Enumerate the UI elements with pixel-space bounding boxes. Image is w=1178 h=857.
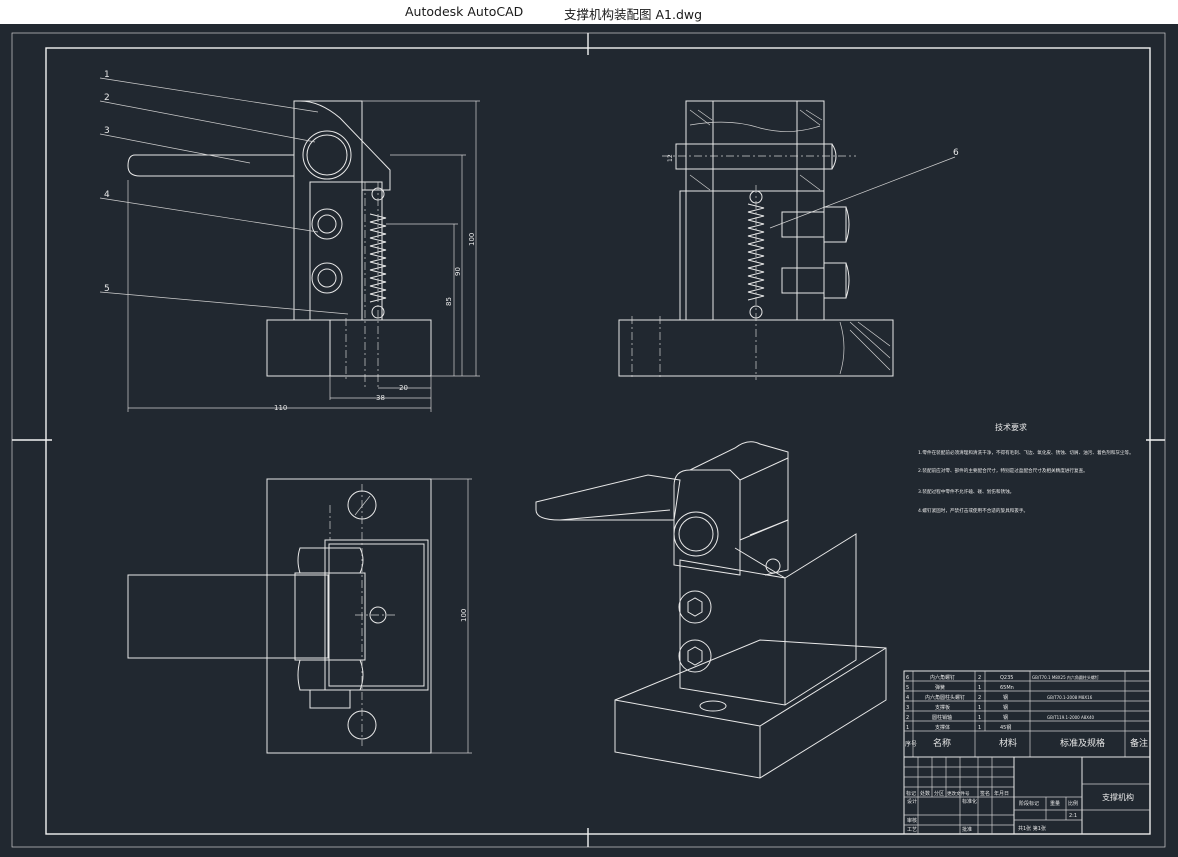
- document-name: 支撑机构装配图 A1.dwg: [564, 7, 703, 22]
- bom-header-material: 材料: [999, 737, 1017, 749]
- bom-row-material: Q235: [1000, 675, 1013, 681]
- bom-row-no: 2: [906, 715, 909, 721]
- dim-20: 20: [399, 384, 408, 392]
- bom-row-material: 钢: [1003, 714, 1008, 721]
- bom-row-material: 65Mn: [1000, 685, 1014, 691]
- tb-sign-label: 签名: [980, 790, 990, 797]
- bom-row-name: 圆柱销轴: [932, 714, 952, 721]
- tb-design-label: 设计: [907, 798, 917, 805]
- bom-row-material: 钢: [1003, 704, 1008, 711]
- tb-scale-label: 比例: [1068, 800, 1078, 807]
- tb-drawing-title: 支撑机构: [1102, 792, 1134, 802]
- title-block: [903, 756, 1151, 835]
- bom-rows: 6 内六角螺钉 2 Q235 GB/T70.1 M8X25 内六角圆柱头螺钉 5…: [905, 674, 1148, 749]
- bom-row-no: 1: [906, 725, 909, 731]
- tb-sheet-info: 共1张 第1张: [1018, 825, 1046, 832]
- tb-check-label: 审核: [907, 817, 917, 824]
- bom-row-no: 5: [906, 685, 909, 691]
- bom-row-qty: 1: [978, 725, 981, 731]
- drawing-sheet: 110 38 20 100 90 85 1 2 3 4 5 6: [11, 32, 1166, 848]
- balloon-5: 5: [104, 284, 110, 294]
- front-view: [127, 100, 480, 412]
- tb-change-doc-label: 更改文件号: [947, 790, 970, 797]
- tb-mark-label: 标记: [906, 790, 916, 797]
- bom-header-standard: 标准及规格: [1060, 737, 1105, 749]
- bom-row-material: 钢: [1003, 694, 1008, 701]
- bom-header-no: 序号: [905, 740, 917, 748]
- tech-req-item-2: 2.装配前应对零、部件的主要配合尺寸，特别是过盈配合尺寸及相关精度进行复查。: [918, 467, 1088, 474]
- balloon-3: 3: [104, 126, 110, 136]
- tb-date-label: 年月日: [994, 790, 1009, 797]
- bom-row-qty: 2: [978, 695, 981, 701]
- tech-req-item-1: 1.零件在装配前必须清理和清洗干净，不得有毛刺、飞边、氧化皮、锈蚀、切屑、油污、…: [918, 449, 1134, 456]
- balloon-2: 2: [104, 93, 110, 103]
- tb-standardize-label: 标准化: [962, 798, 977, 805]
- bom-row-name: 内六角圆柱头螺钉: [925, 694, 965, 701]
- dim-12: 12: [667, 154, 674, 162]
- isometric-view: [535, 441, 887, 779]
- bom-row-standard: GB/T119.1-2000 A8X40: [1047, 715, 1095, 720]
- dim-85: 85: [445, 297, 453, 306]
- tb-approve-label: 批准: [962, 826, 972, 833]
- top-view: [127, 478, 472, 754]
- dim-110: 110: [274, 404, 287, 412]
- tb-craft-label: 工艺: [907, 827, 917, 833]
- tech-req-item-3: 3.装配过程中零件不允许磕、碰、划伤和锈蚀。: [918, 488, 1014, 495]
- dim-38: 38: [376, 394, 385, 402]
- bom-row-qty: 1: [978, 715, 981, 721]
- dim-100: 100: [468, 233, 476, 246]
- bom-header-name: 名称: [933, 737, 951, 749]
- tb-count-label: 处数: [920, 790, 930, 797]
- tb-weight-label: 重量: [1050, 800, 1060, 807]
- side-view: [618, 100, 894, 380]
- bom-row-no: 3: [906, 705, 909, 711]
- balloon-1: 1: [104, 70, 110, 80]
- bom-row-qty: 2: [978, 675, 981, 681]
- tb-zone-label: 分区: [934, 790, 944, 797]
- sheet-inner-border: [45, 47, 1151, 835]
- bom-row-qty: 1: [978, 705, 981, 711]
- bom-row-standard: GB/T70.1 M8X25 内六角圆柱头螺钉: [1032, 674, 1099, 680]
- tb-scale-value: 2:1: [1069, 813, 1077, 819]
- bom-row-standard: GB/T70.1-2008 M8X16: [1047, 695, 1093, 700]
- bom-row-material: 45钢: [1000, 724, 1011, 731]
- tb-stage-label: 阶段标记: [1019, 800, 1039, 807]
- tech-req-item-4: 4.螺钉紧固时，严禁打击或使用不合适的旋具和扳手。: [918, 507, 1028, 514]
- window-title-bar: Autodesk AutoCAD 支撑机构装配图 A1.dwg: [0, 0, 1178, 24]
- technical-requirements: 技术要求 1.零件在装配前必须清理和清洗干净，不得有毛刺、飞边、氧化皮、锈蚀、切…: [918, 422, 1134, 514]
- bom-row-name: 支撑板: [935, 704, 950, 711]
- bom-row-no: 4: [906, 695, 909, 701]
- bom-row-no: 6: [906, 675, 909, 681]
- tech-req-title: 技术要求: [995, 422, 1027, 432]
- leader-lines: [99, 77, 956, 315]
- bom-header-remark: 备注: [1130, 737, 1148, 749]
- bom-row-name: 弹簧: [935, 684, 945, 691]
- dim-100-top: 100: [460, 609, 468, 622]
- bom-row-name: 支撑体: [935, 724, 950, 731]
- drawing-canvas[interactable]: 110 38 20 100 90 85 1 2 3 4 5 6: [0, 24, 1178, 857]
- balloon-4: 4: [104, 190, 110, 200]
- app-name: Autodesk AutoCAD: [405, 4, 524, 19]
- balloon-6: 6: [953, 148, 959, 158]
- dim-90: 90: [454, 267, 462, 276]
- bom-row-qty: 1: [978, 685, 981, 691]
- bom-row-name: 内六角螺钉: [930, 674, 955, 681]
